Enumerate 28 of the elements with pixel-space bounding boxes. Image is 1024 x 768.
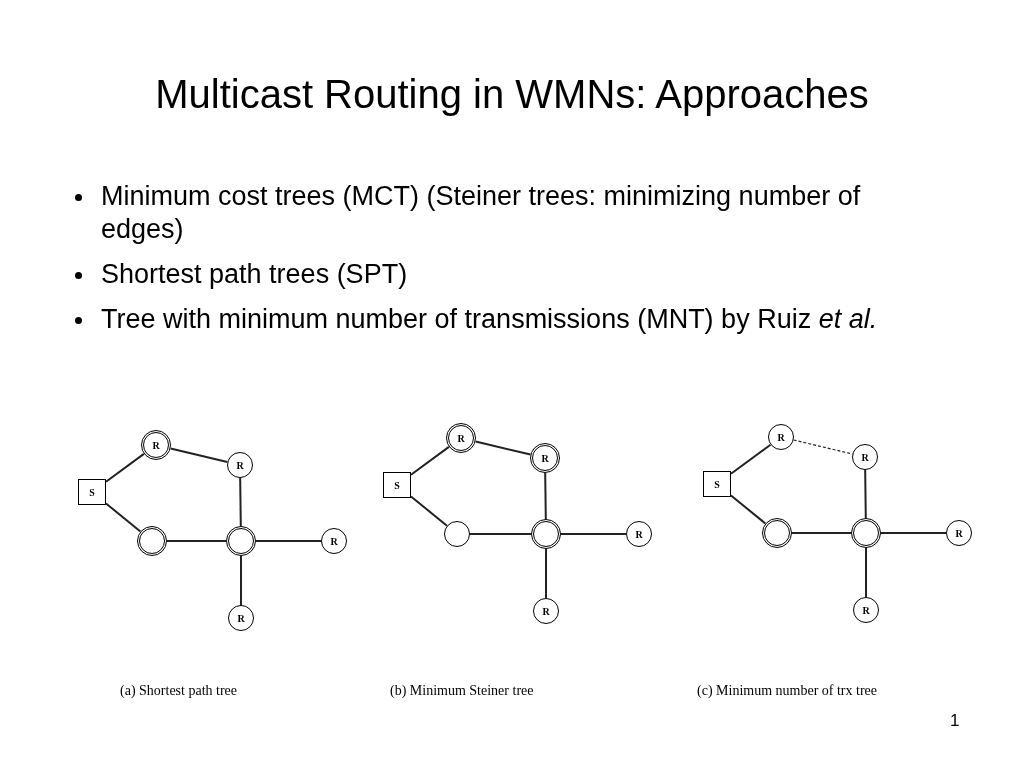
- connector-line: [865, 547, 867, 598]
- slide-title: Multicast Routing in WMNs: Approaches: [154, 71, 870, 118]
- source-node-box: S: [78, 479, 106, 505]
- connector-line: [544, 472, 547, 520]
- source-node-box: S: [703, 471, 731, 497]
- figure-caption: (b) Minimum Steiner tree: [390, 682, 534, 700]
- connector-line: [255, 540, 322, 542]
- bullet-text: Shortest path trees (SPT): [101, 258, 408, 291]
- connector-line: [791, 532, 852, 534]
- connector-line: [469, 533, 532, 535]
- connector-line: [474, 440, 532, 456]
- connector-line: [545, 548, 547, 599]
- connector-line: [793, 439, 853, 455]
- connector-line: [239, 477, 242, 527]
- connector-line: [864, 469, 867, 519]
- connector-line: [730, 443, 772, 475]
- figure-caption: (a) Shortest path tree: [120, 682, 237, 700]
- connector-line: [166, 540, 227, 542]
- connector-line: [880, 532, 947, 534]
- connector-line: [169, 447, 229, 463]
- connector-line: [240, 555, 242, 606]
- connector-line: [560, 533, 627, 535]
- connector-line: [410, 495, 448, 527]
- page-number: 1: [950, 710, 960, 732]
- bullet-text: Tree with minimum number of transmissions (MNT) by Ruiz et al.: [101, 303, 878, 336]
- source-node-box: S: [383, 472, 411, 498]
- bullet-text: Minimum cost trees (MCT) (Steiner trees: minimizing number of edges): [101, 180, 862, 246]
- figure-caption: (c) Minimum number of trx tree: [697, 682, 877, 700]
